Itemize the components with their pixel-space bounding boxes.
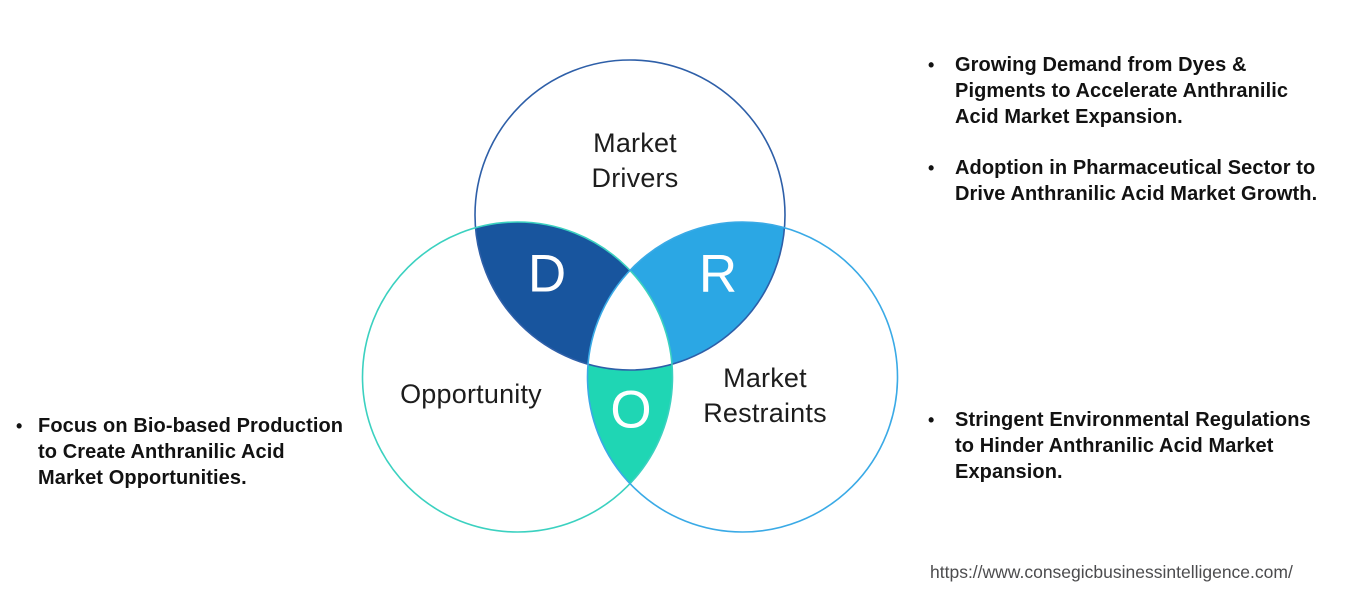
drivers-letter: D (527, 244, 567, 304)
opportunity-letter: O (610, 380, 652, 440)
list-item: • Growing Demand from Dyes & Pigments to… (928, 52, 1348, 130)
restraint-bullet-text: Stringent Environmental Regulations to H… (955, 409, 1311, 483)
opportunity-label: Opportunity (400, 379, 542, 409)
drivers-opportunity-intersection (475, 222, 630, 365)
drivers-circle-outline (474, 59, 786, 371)
drivers-restraints-intersection (630, 222, 785, 365)
bullet-dot-icon: • (16, 416, 23, 436)
restraints-label: Market Restraints (703, 363, 827, 428)
bullet-dot-icon: • (928, 55, 935, 75)
opportunity-circle-outline (361, 221, 674, 533)
driver-bullet-text-1: Growing Demand from Dyes & Pigments to A… (955, 54, 1289, 128)
drivers-label: Market Drivers (591, 128, 679, 193)
source-url-link[interactable]: https://www.consegicbusinessintelligence… (930, 562, 1293, 582)
list-item: • Focus on Bio-based Production to Creat… (16, 413, 376, 491)
opportunity-bullet-text: Focus on Bio-based Production to Create … (38, 415, 344, 489)
list-item: • Stringent Environmental Regulations to… (928, 407, 1348, 485)
opportunity-restraints-intersection (587, 364, 673, 484)
list-item: • Adoption in Pharmaceutical Sector to D… (928, 155, 1348, 207)
bullet-dot-icon: • (928, 158, 935, 178)
restraints-circle-outline (586, 221, 899, 533)
restraints-letter: R (698, 244, 738, 304)
opportunity-bullet-list: • Focus on Bio-based Production to Creat… (16, 413, 376, 491)
drivers-bullet-list: • Growing Demand from Dyes & Pigments to… (928, 52, 1348, 207)
restraints-bullet-list: • Stringent Environmental Regulations to… (928, 407, 1348, 485)
bullet-dot-icon: • (928, 410, 935, 430)
driver-bullet-text-2: Adoption in Pharmaceutical Sector to Dri… (955, 157, 1318, 205)
